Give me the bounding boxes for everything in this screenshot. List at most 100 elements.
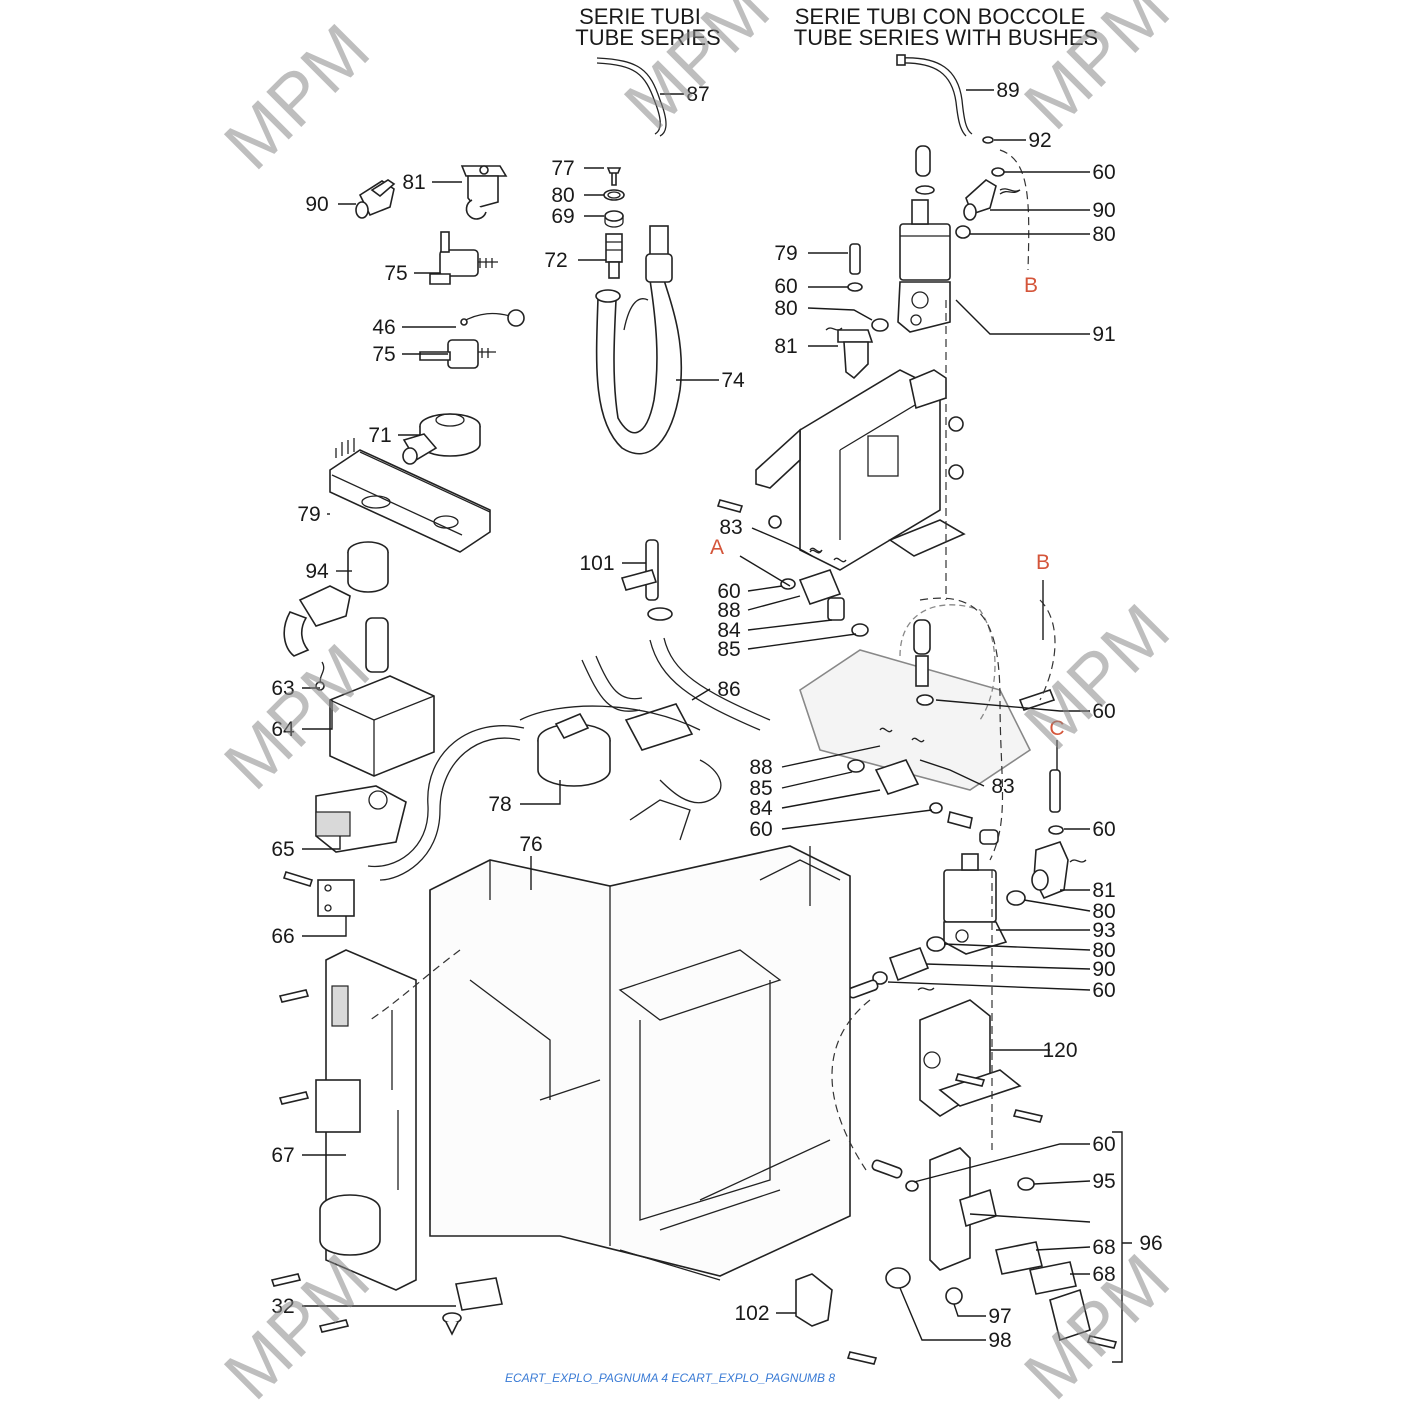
part-assembly-96	[871, 1147, 1118, 1349]
callout-part-87: 87	[686, 83, 709, 106]
callout-part-80: 80	[1092, 900, 1115, 923]
header-bush-series-en: TUBE SERIES WITH BUSHES	[794, 25, 1098, 50]
callout-part-79: 79	[297, 503, 320, 526]
connection-ref-B: B	[1036, 551, 1050, 574]
callout-part-120: 120	[1042, 1039, 1077, 1062]
part-support-65	[315, 785, 407, 853]
watermark-mpm: MPM	[1009, 589, 1184, 764]
part-tube-87	[596, 57, 667, 137]
header-tube-series-it: SERIE TUBI	[579, 4, 701, 29]
callout-part-72: 72	[544, 249, 567, 272]
part-bush-88-b	[847, 727, 999, 845]
callout-part-60: 60	[1092, 818, 1115, 841]
part-t-fitting-101	[620, 539, 673, 621]
callout-part-81: 81	[1092, 879, 1115, 902]
callout-part-74: 74	[721, 369, 745, 392]
callout-part-79: 79	[774, 242, 797, 265]
callout-part-90: 90	[1092, 958, 1115, 981]
guide-lines	[369, 149, 1056, 1171]
part-valve-71	[402, 413, 481, 465]
callout-part-77: 77	[551, 157, 574, 180]
callout-part-60: 60	[717, 580, 740, 603]
callout-part-63: 63	[271, 677, 294, 700]
part-oring-80-top	[603, 189, 625, 201]
connection-ref-B: B	[1024, 274, 1038, 297]
callout-part-80: 80	[1092, 939, 1115, 962]
callout-part-91: 91	[1092, 323, 1115, 346]
callout-part-80: 80	[1092, 223, 1115, 246]
part-tube-89	[896, 54, 994, 144]
part-board-67	[270, 949, 417, 1291]
callout-part-60: 60	[774, 275, 797, 298]
header-tube-series: SERIE TUBI TUBE SERIES	[575, 4, 720, 50]
callout-part-92: 92	[1028, 129, 1051, 152]
part-fitting-90-right-top	[955, 167, 1021, 239]
callout-part-81: 81	[402, 171, 425, 194]
callout-part-66: 66	[271, 925, 294, 948]
part-solenoid-93	[926, 853, 1026, 955]
header-bush-series-it: SERIE TUBI CON BOCCOLE	[795, 4, 1086, 29]
callout-part-101: 101	[579, 552, 614, 575]
connection-ref-labels: B A B C	[710, 274, 1065, 740]
callout-part-60: 60	[749, 818, 772, 841]
part-connector-32	[318, 1277, 503, 1336]
callout-part-88: 88	[717, 599, 740, 622]
part-clip-102	[795, 1273, 878, 1365]
connection-ref-C: C	[1049, 717, 1064, 740]
part-elbow-81-top	[460, 165, 508, 220]
callout-part-96: 96	[1139, 1232, 1162, 1255]
part-bracket-120	[919, 999, 1044, 1123]
part-clamp-66	[282, 871, 355, 917]
callout-part-84: 84	[749, 797, 773, 820]
callout-part-88: 88	[749, 756, 772, 779]
callout-part-90: 90	[1092, 199, 1115, 222]
callout-part-65: 65	[271, 838, 294, 861]
connection-ref-A: A	[710, 536, 724, 559]
callout-part-85: 85	[717, 638, 740, 661]
callout-part-93: 93	[1092, 919, 1115, 942]
part-fitting-90-lower	[847, 947, 935, 999]
callout-part-60: 60	[1092, 700, 1115, 723]
part-stud-79-right	[847, 243, 863, 292]
callout-part-81: 81	[774, 335, 797, 358]
callout-part-85: 85	[749, 777, 772, 800]
callout-part-71: 71	[368, 424, 391, 447]
part-fitting-72	[605, 233, 623, 279]
callout-part-95: 95	[1092, 1170, 1115, 1193]
callout-part-67: 67	[271, 1144, 294, 1167]
part-hoses-86	[581, 637, 771, 804]
callout-part-68: 68	[1092, 1236, 1115, 1259]
part-main-frame-76	[429, 799, 851, 1281]
callout-part-86: 86	[717, 678, 740, 701]
callout-part-68: 68	[1092, 1263, 1115, 1286]
part-pump-64	[315, 617, 435, 777]
callout-part-60: 60	[1092, 1133, 1115, 1156]
callout-part-89: 89	[996, 79, 1019, 102]
part-bush-69	[604, 210, 624, 228]
callout-part-60: 60	[1092, 979, 1115, 1002]
header-bush-series: SERIE TUBI CON BOCCOLE TUBE SERIES WITH …	[794, 4, 1098, 50]
part-bracket-96	[1112, 1131, 1132, 1363]
callout-part-98: 98	[988, 1329, 1011, 1352]
part-boiler-tube-74	[595, 225, 683, 455]
part-support-79	[329, 438, 491, 553]
callout-part-84: 84	[717, 619, 741, 642]
callout-part-75: 75	[372, 343, 395, 366]
part-stud-c	[1048, 769, 1064, 835]
callout-part-94: 94	[305, 560, 329, 583]
callout-part-76: 76	[519, 833, 542, 856]
watermark-mpm: MPM	[209, 9, 384, 184]
part-bracket-frame	[716, 369, 966, 571]
part-solenoid-91-top	[897, 145, 951, 333]
callout-part-60: 60	[1092, 161, 1115, 184]
callout-part-83: 83	[991, 775, 1014, 798]
callout-part-78: 78	[488, 793, 511, 816]
callout-part-83: 83	[719, 516, 742, 539]
header-tube-series-en: TUBE SERIES	[575, 25, 720, 50]
footer-page-ref: ECART_EXPLO_PAGNUMA 4 ECART_EXPLO_PAGNUM…	[505, 1371, 835, 1385]
callout-part-69: 69	[551, 205, 574, 228]
part-sensor-46	[460, 309, 525, 327]
